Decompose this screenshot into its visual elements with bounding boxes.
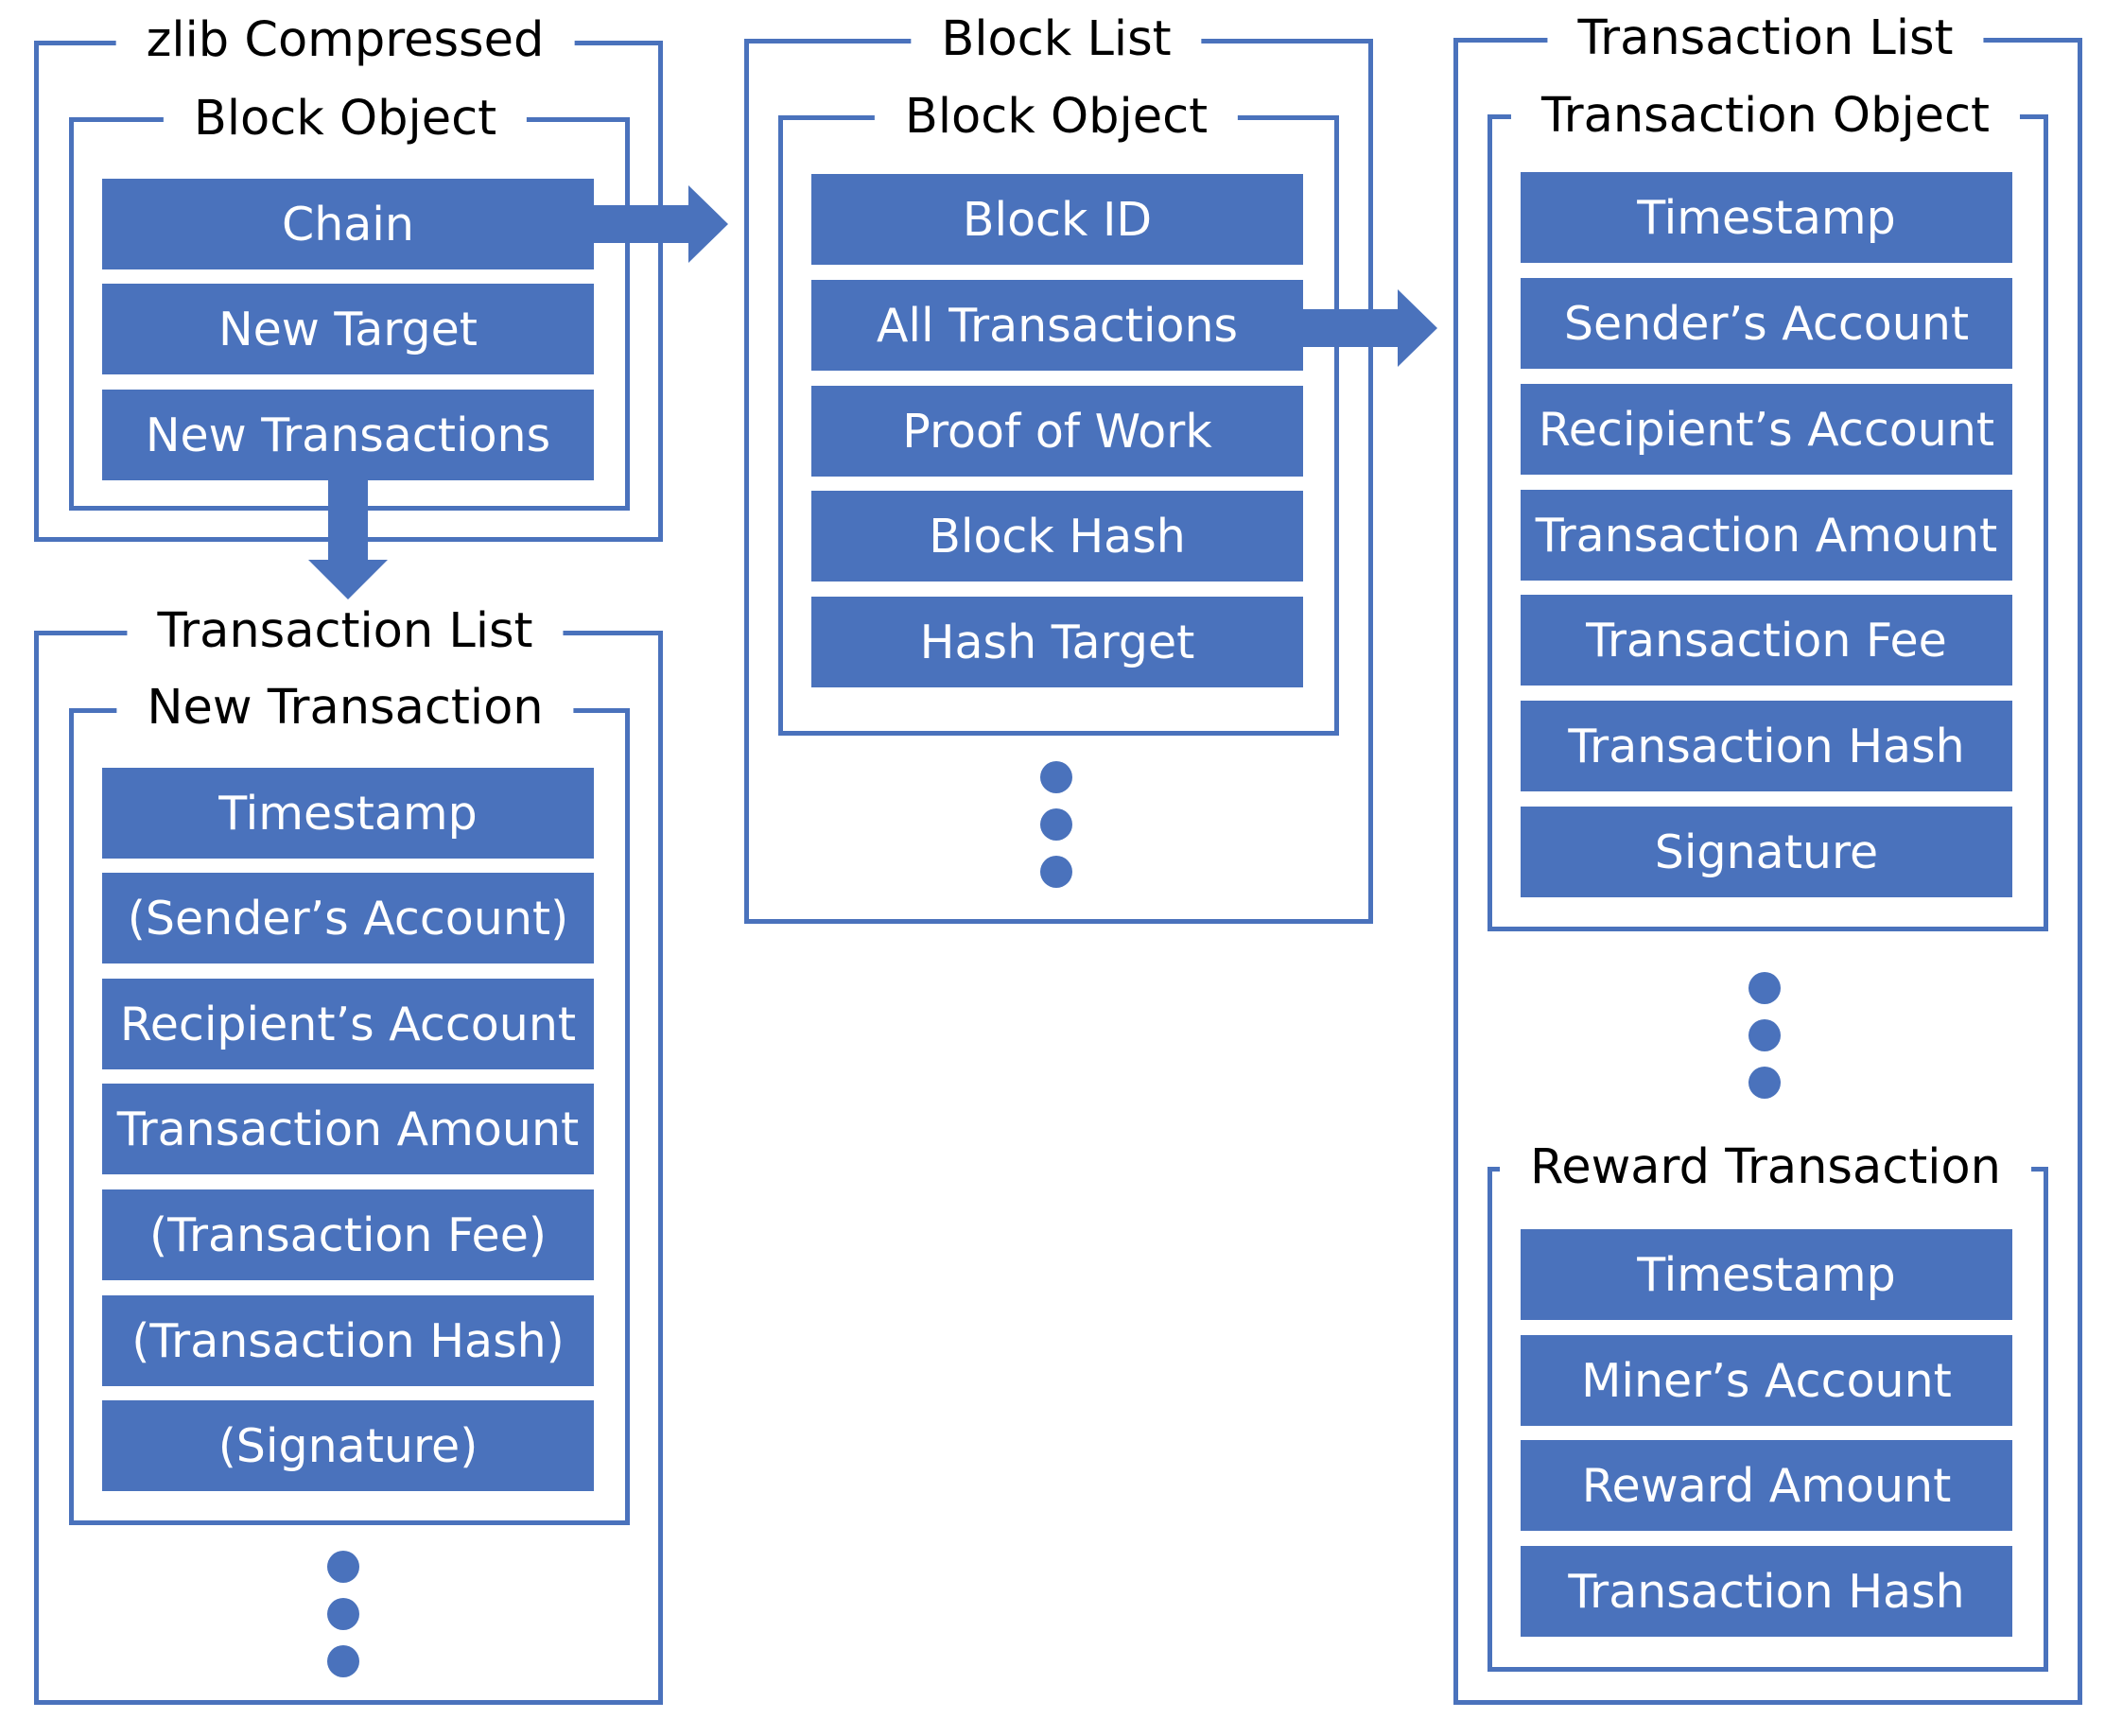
ellipsis-dot	[1040, 808, 1072, 841]
field-signature: Signature	[1521, 807, 2012, 897]
block-object-title-middle: Block Object	[874, 89, 1239, 146]
ellipsis-dot	[1040, 856, 1072, 888]
field-reward-amount: Reward Amount	[1521, 1440, 2012, 1531]
field-senders-account: Sender’s Account	[1521, 278, 2012, 369]
field-transaction-hash: Transaction Hash	[1521, 701, 2012, 791]
transaction-list-title-right: Transaction List	[1547, 10, 1984, 67]
field-reward-timestamp: Timestamp	[1521, 1229, 2012, 1320]
block-list-title: Block List	[911, 11, 1202, 68]
reward-transaction-title: Reward Transaction	[1500, 1139, 2031, 1196]
field-miners-account: Miner’s Account	[1521, 1335, 2012, 1426]
transaction-object-title: Transaction Object	[1510, 88, 2021, 145]
zlib-compressed-title: zlib Compressed	[115, 12, 575, 69]
right-arrow-icon	[590, 185, 728, 263]
field-chain: Chain	[102, 179, 594, 269]
field-all-transactions: All Transactions	[811, 280, 1303, 371]
transaction-list-title-left: Transaction List	[127, 603, 564, 660]
field-transaction-amount: Transaction Amount	[1521, 490, 2012, 581]
field-new-transactions: New Transactions	[102, 390, 594, 480]
field-proof-of-work: Proof of Work	[811, 386, 1303, 477]
ellipsis-dot	[1748, 1019, 1781, 1051]
field-transaction-fee: Transaction Fee	[1521, 595, 2012, 686]
field-block-hash: Block Hash	[811, 491, 1303, 582]
field-transaction-amount: Transaction Amount	[102, 1084, 594, 1174]
field-reward-transaction-hash: Transaction Hash	[1521, 1546, 2012, 1637]
field-timestamp: Timestamp	[1521, 172, 2012, 263]
ellipsis-dot	[327, 1551, 359, 1583]
ellipsis-dot	[327, 1598, 359, 1630]
field-recipients-account: Recipient’s Account	[102, 979, 594, 1069]
field-transaction-hash: (Transaction Hash)	[102, 1295, 594, 1386]
field-block-id: Block ID	[811, 174, 1303, 265]
field-hash-target: Hash Target	[811, 597, 1303, 687]
ellipsis-dot	[1040, 761, 1072, 793]
field-new-target: New Target	[102, 284, 594, 374]
field-signature: (Signature)	[102, 1400, 594, 1491]
ellipsis-dot	[327, 1645, 359, 1677]
field-senders-account: (Sender’s Account)	[102, 873, 594, 963]
field-transaction-fee: (Transaction Fee)	[102, 1189, 594, 1280]
field-recipients-account: Recipient’s Account	[1521, 384, 2012, 475]
ellipsis-dot	[1748, 1067, 1781, 1099]
block-object-title: Block Object	[163, 91, 528, 148]
right-arrow-icon	[1299, 289, 1437, 367]
field-timestamp: Timestamp	[102, 768, 594, 859]
down-arrow-icon	[308, 473, 388, 599]
new-transaction-title: New Transaction	[116, 680, 574, 737]
ellipsis-dot	[1748, 972, 1781, 1004]
